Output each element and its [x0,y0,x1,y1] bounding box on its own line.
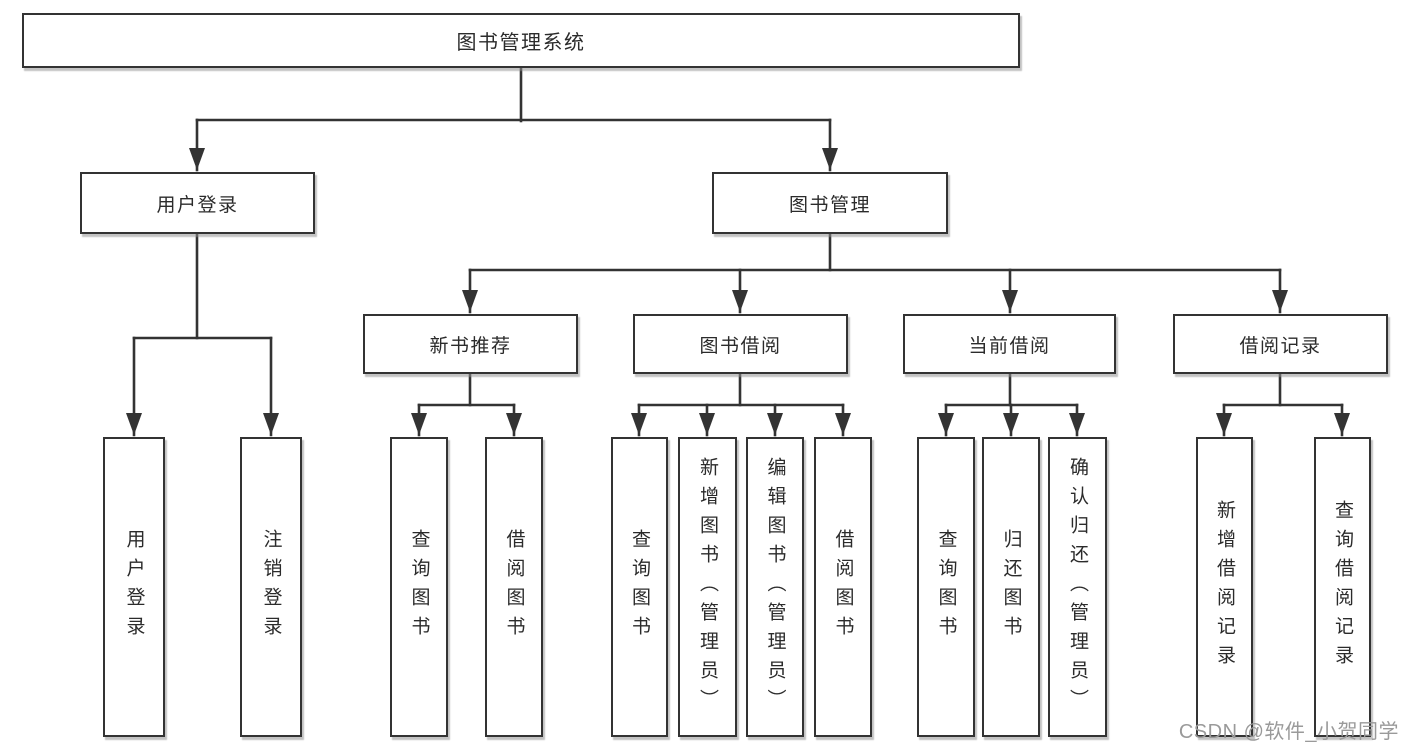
node-label: 新增借阅记录 [1214,500,1235,674]
node-leaf-borrow-add-books: 新增图书（管理员） [678,437,737,737]
node-label: 归还图书 [1000,529,1022,645]
node-label: 借阅记录 [1239,335,1322,357]
node-label: 新增图书（管理员） [697,456,718,718]
node-label: 当前借阅 [968,335,1051,357]
watermark: CSDN @软件_小贺同学 [1178,721,1399,743]
node-leaf-logout: 注销登录 [240,437,302,737]
node-borrowing-records: 借阅记录 [1173,314,1388,374]
node-leaf-borrow-borrow-books: 借阅图书 [814,437,872,737]
node-leaf-rec-borrow-books: 借阅图书 [485,437,543,737]
node-label: 查询借阅记录 [1332,500,1353,674]
node-leaf-borrow-query-books: 查询图书 [611,437,668,737]
node-label: 新书推荐 [429,335,512,357]
node-label: 查询图书 [935,529,957,645]
node-user-login: 用户登录 [80,172,315,234]
node-label: 编辑图书（管理员） [764,456,786,718]
node-book-borrowing: 图书借阅 [633,314,848,374]
node-root: 图书管理系统 [22,13,1020,68]
node-book-management: 图书管理 [712,172,948,234]
node-leaf-current-confirm-return: 确认归还（管理员） [1048,437,1107,737]
node-new-book-recommend: 新书推荐 [363,314,578,374]
node-label: 确认归还（管理员） [1067,456,1088,718]
node-label: 查询图书 [408,529,430,645]
node-leaf-records-query-record: 查询借阅记录 [1314,437,1371,737]
node-leaf-current-query-books: 查询图书 [917,437,975,737]
node-label: 借阅图书 [832,529,854,645]
node-label: 借阅图书 [503,529,525,645]
node-label: 用户登录 [156,194,239,216]
node-leaf-rec-query-books: 查询图书 [390,437,448,737]
node-leaf-records-add-record: 新增借阅记录 [1196,437,1253,737]
node-leaf-borrow-edit-books: 编辑图书（管理员） [746,437,804,737]
node-leaf-user-login: 用户登录 [103,437,165,737]
node-label: 查询图书 [629,529,650,645]
node-label: 图书借阅 [699,335,782,357]
node-label: 注销登录 [260,529,282,645]
node-label: 用户登录 [123,529,145,645]
node-label: 图书管理系统 [456,32,586,54]
node-current-borrowing: 当前借阅 [903,314,1116,374]
node-leaf-current-return-books: 归还图书 [982,437,1040,737]
node-label: 图书管理 [788,194,871,216]
